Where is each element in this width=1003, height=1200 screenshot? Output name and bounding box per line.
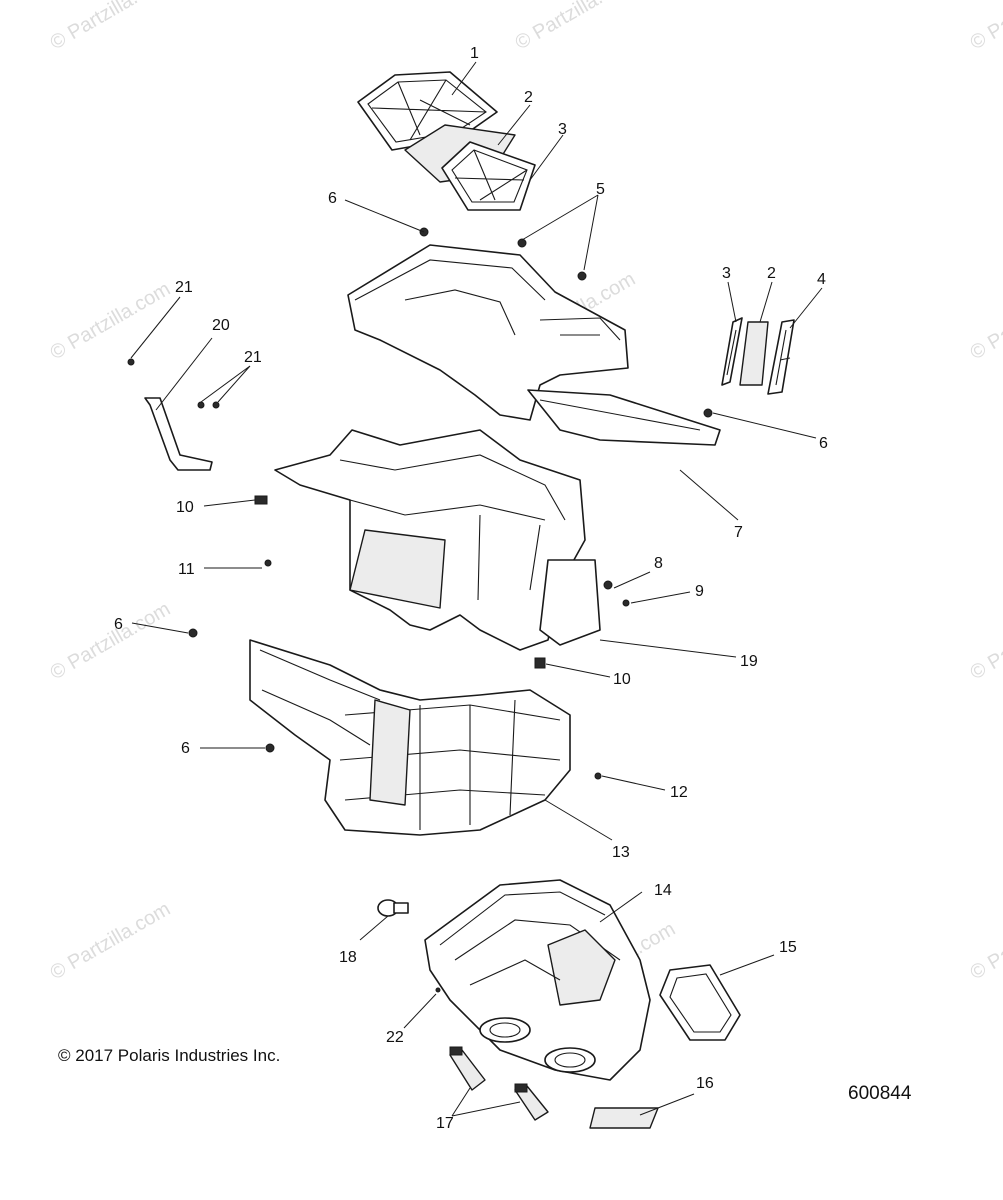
airbox-upper-cover: [347, 244, 721, 446]
gasket-15: [659, 964, 741, 1041]
clamp-17b: [514, 1083, 549, 1121]
watermark: © Partzilla.com: [47, 598, 175, 684]
callout-22: 22: [386, 1029, 404, 1046]
callout-3: 3: [722, 265, 731, 282]
copyright-text: © 2017 Polaris Industries Inc.: [58, 1046, 280, 1065]
callout-17: 17: [436, 1115, 454, 1132]
callout-5: 5: [596, 181, 605, 198]
callout-1: 1: [470, 45, 479, 62]
lower-airbox-14: [424, 879, 651, 1081]
callout-13: 13: [612, 844, 630, 861]
knob-18: [377, 899, 409, 917]
label-16: [589, 1107, 659, 1129]
bracket-20: [144, 397, 213, 471]
watermark: © Partzilla.com: [967, 898, 1003, 984]
watermark: © Partzilla.com: [512, 0, 640, 54]
watermark: © Partzilla.com: [967, 278, 1003, 364]
callout-8: 8: [654, 555, 663, 572]
filter-frame-3-side: [721, 317, 743, 386]
callout-6: 6: [181, 740, 190, 757]
callout-11: 11: [178, 561, 195, 578]
filter-frame-4-side: [767, 319, 795, 395]
callout-21: 21: [244, 349, 262, 366]
callout-7: 7: [734, 524, 743, 541]
callout-15: 15: [779, 939, 797, 956]
callout-2: 2: [524, 89, 533, 106]
callout-3: 3: [558, 121, 567, 138]
figure-number: 600844: [848, 1083, 912, 1104]
callout-2: 2: [767, 265, 776, 282]
callout-21: 21: [175, 279, 193, 296]
filter-frame-3: [441, 141, 536, 211]
callout-4: 4: [817, 271, 826, 288]
callout-10: 10: [613, 671, 631, 688]
watermark: © Partzilla.com: [47, 278, 175, 364]
intake-duct-13: [249, 639, 571, 836]
callout-6: 6: [819, 435, 828, 452]
watermark: © Partzilla.com: [47, 0, 175, 54]
callout-9: 9: [695, 583, 704, 600]
clamp-17a: [449, 1046, 486, 1091]
callout-16: 16: [696, 1075, 714, 1092]
callout-19: 19: [740, 653, 758, 670]
callout-6: 6: [114, 616, 123, 633]
watermark: © Partzilla.com: [47, 898, 175, 984]
watermark: © Partzilla.com: [967, 0, 1003, 54]
callout-14: 14: [654, 882, 672, 899]
filter-element-2-side: [739, 321, 769, 386]
callout-10: 10: [176, 499, 194, 516]
airbox-middle-housing: [274, 429, 601, 651]
callout-6: 6: [328, 190, 337, 207]
watermark: © Partzilla.com: [967, 598, 1003, 684]
leader-lines: [130, 61, 823, 1117]
callout-12: 12: [670, 784, 688, 801]
fasteners: [127, 227, 713, 993]
callout-numbers: 1 2 3 5 6 3 2 4 21 20 21 6 10 7 11 8 9 6…: [114, 45, 828, 1132]
callout-18: 18: [339, 949, 357, 966]
callout-20: 20: [212, 317, 230, 334]
